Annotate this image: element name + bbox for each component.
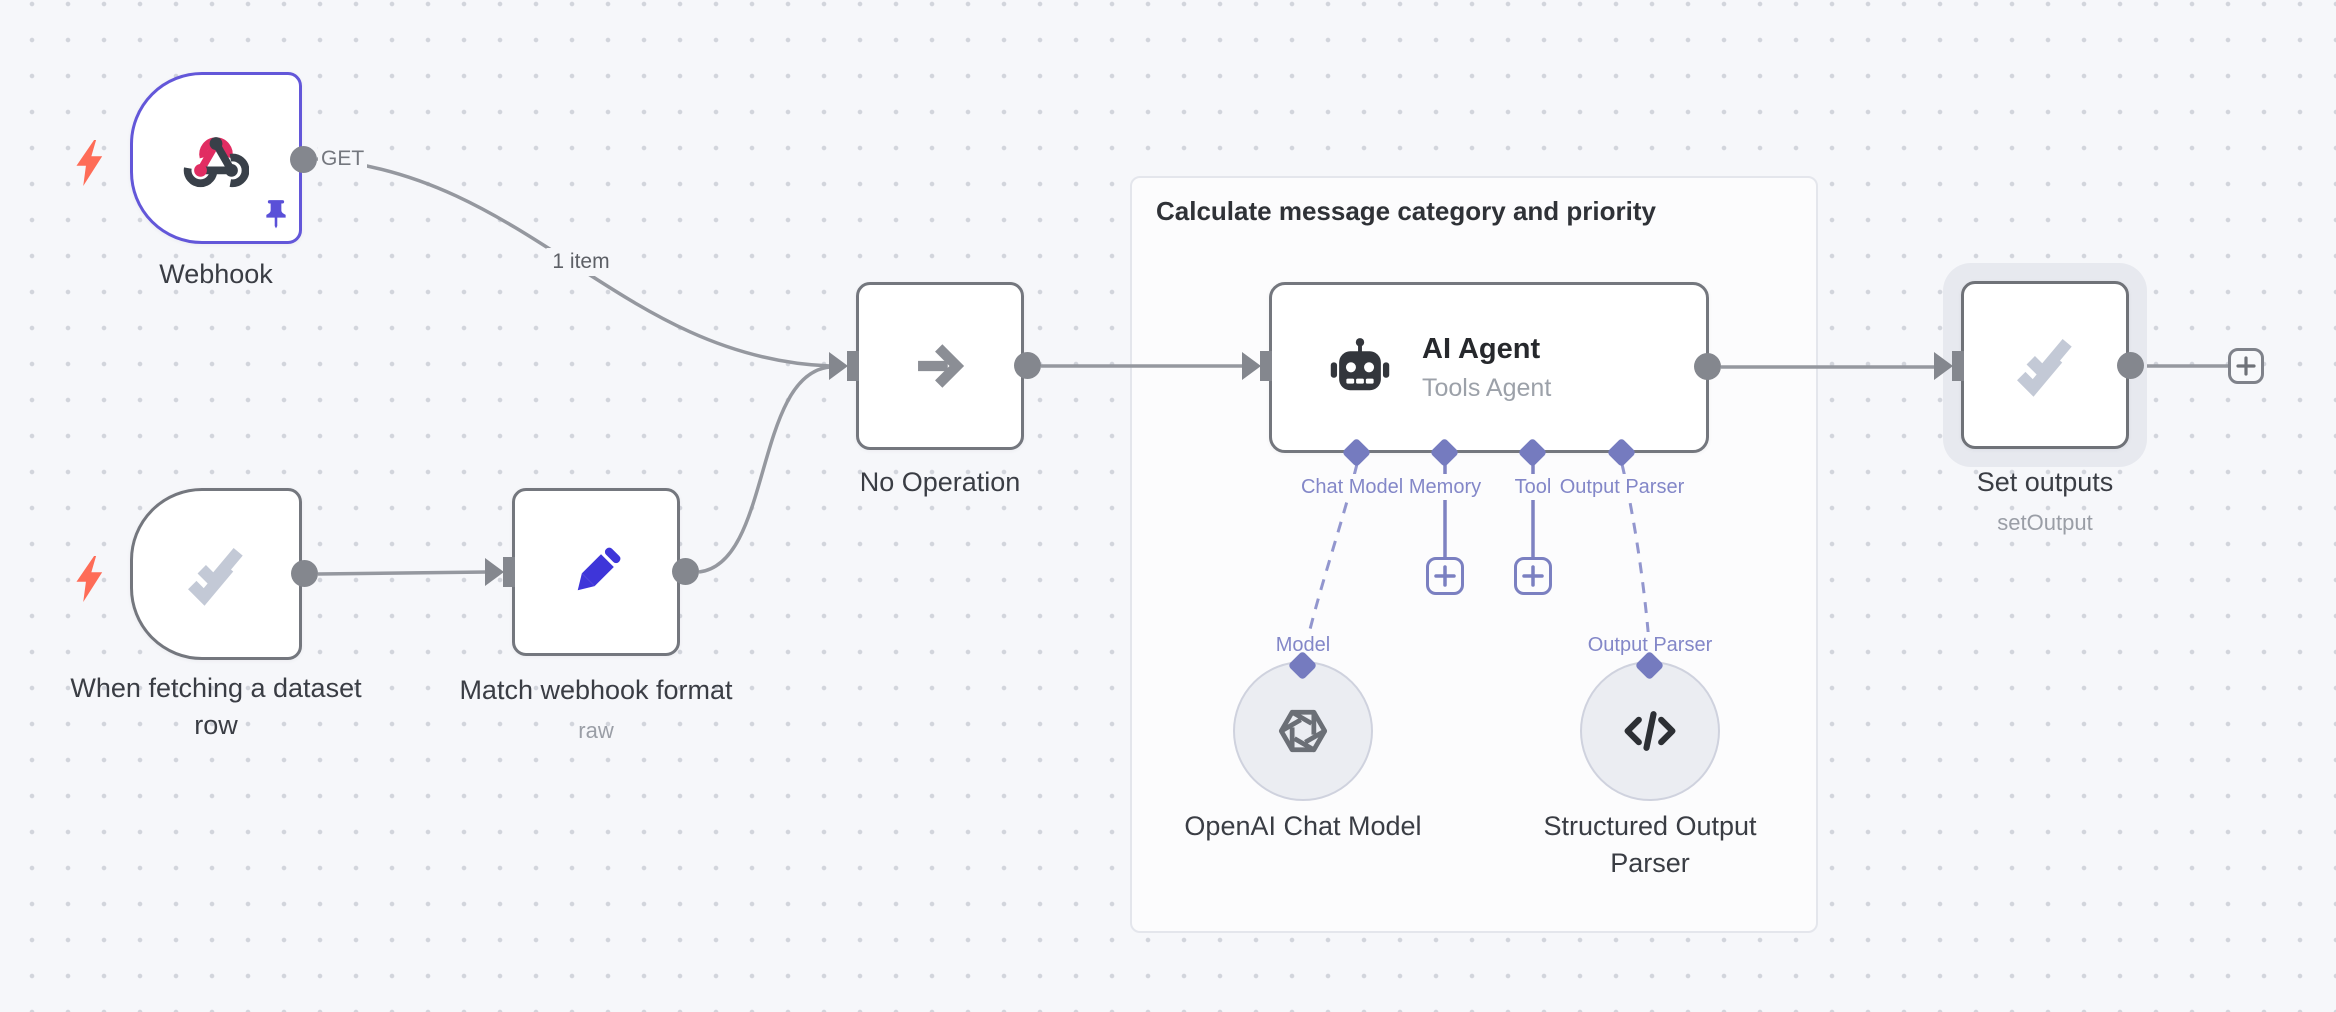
- add-node-button[interactable]: [2228, 348, 2264, 384]
- match-format-output-dot[interactable]: [672, 558, 699, 585]
- webhook-node[interactable]: [130, 72, 302, 244]
- dataset-trigger-label: When fetching a dataset row: [70, 673, 362, 740]
- structured-output-parser-label: Structured Output Parser: [1543, 811, 1757, 878]
- lightning-trigger-icon: [76, 140, 103, 186]
- ai-agent-text-block: AI Agent Tools Agent: [1422, 333, 1551, 403]
- ai-agent-output-dot[interactable]: [1694, 353, 1721, 380]
- no-operation-label: No Operation: [859, 467, 1021, 497]
- webhook-output-dot[interactable]: [290, 146, 317, 173]
- ai-agent-node[interactable]: AI Agent Tools Agent: [1269, 282, 1709, 453]
- match-format-label: Match webhook format: [459, 675, 733, 705]
- memory-port-label: Memory: [1404, 474, 1486, 500]
- set-outputs-output-dot[interactable]: [2117, 352, 2144, 379]
- dataset-trigger-output-dot[interactable]: [291, 560, 318, 587]
- openai-chat-model-label: OpenAI Chat Model: [1184, 811, 1422, 841]
- openai-icon: [1278, 709, 1328, 753]
- plus-icon: [2236, 356, 2256, 376]
- set-outputs-node[interactable]: [1961, 281, 2129, 449]
- edge-items-label: 1 item: [546, 248, 616, 276]
- robot-icon: [1330, 337, 1390, 390]
- dataset-trigger-node[interactable]: [130, 488, 302, 660]
- group-title: Calculate message category and priority: [1156, 196, 1656, 226]
- edge-match-to-noop: [698, 365, 831, 574]
- openai-chat-model-node[interactable]: [1233, 661, 1373, 801]
- ai-agent-title: AI Agent: [1422, 332, 1541, 365]
- set-outputs-label-block: Set outputs setOutput: [1925, 464, 2165, 541]
- tool-port-label: Tool: [1510, 474, 1556, 500]
- double-check-icon: [2017, 339, 2072, 397]
- match-format-node[interactable]: [512, 488, 680, 656]
- no-operation-node[interactable]: [856, 282, 1024, 450]
- lightning-trigger-icon: [76, 556, 103, 602]
- add-memory-button[interactable]: [1426, 557, 1464, 595]
- pin-icon: [266, 200, 286, 229]
- code-icon: [1624, 711, 1676, 751]
- double-check-icon: [188, 548, 243, 606]
- no-operation-output-dot[interactable]: [1014, 352, 1041, 379]
- match-format-label-block: Match webhook format raw: [446, 672, 746, 749]
- ai-agent-subtitle: Tools Agent: [1422, 373, 1552, 402]
- arrow-right-icon: [918, 344, 965, 388]
- plus-icon: [1522, 565, 1544, 587]
- chat-model-port-label: Chat Model*: [1296, 474, 1418, 500]
- set-outputs-label: Set outputs: [1976, 467, 2114, 497]
- plus-icon: [1434, 565, 1456, 587]
- match-format-subtitle: raw: [578, 718, 614, 743]
- structured-output-parser-node[interactable]: [1580, 661, 1720, 801]
- webhook-output-label: GET: [318, 145, 368, 173]
- pencil-icon: [577, 547, 621, 591]
- add-tool-button[interactable]: [1514, 557, 1552, 595]
- output-parser-port-label: Output Parser: [1555, 474, 1689, 500]
- webhook-icon: [183, 137, 249, 188]
- webhook-label: Webhook: [159, 259, 273, 289]
- edge-trigger-to-match: [317, 570, 489, 576]
- set-outputs-subtitle: setOutput: [1997, 510, 2093, 535]
